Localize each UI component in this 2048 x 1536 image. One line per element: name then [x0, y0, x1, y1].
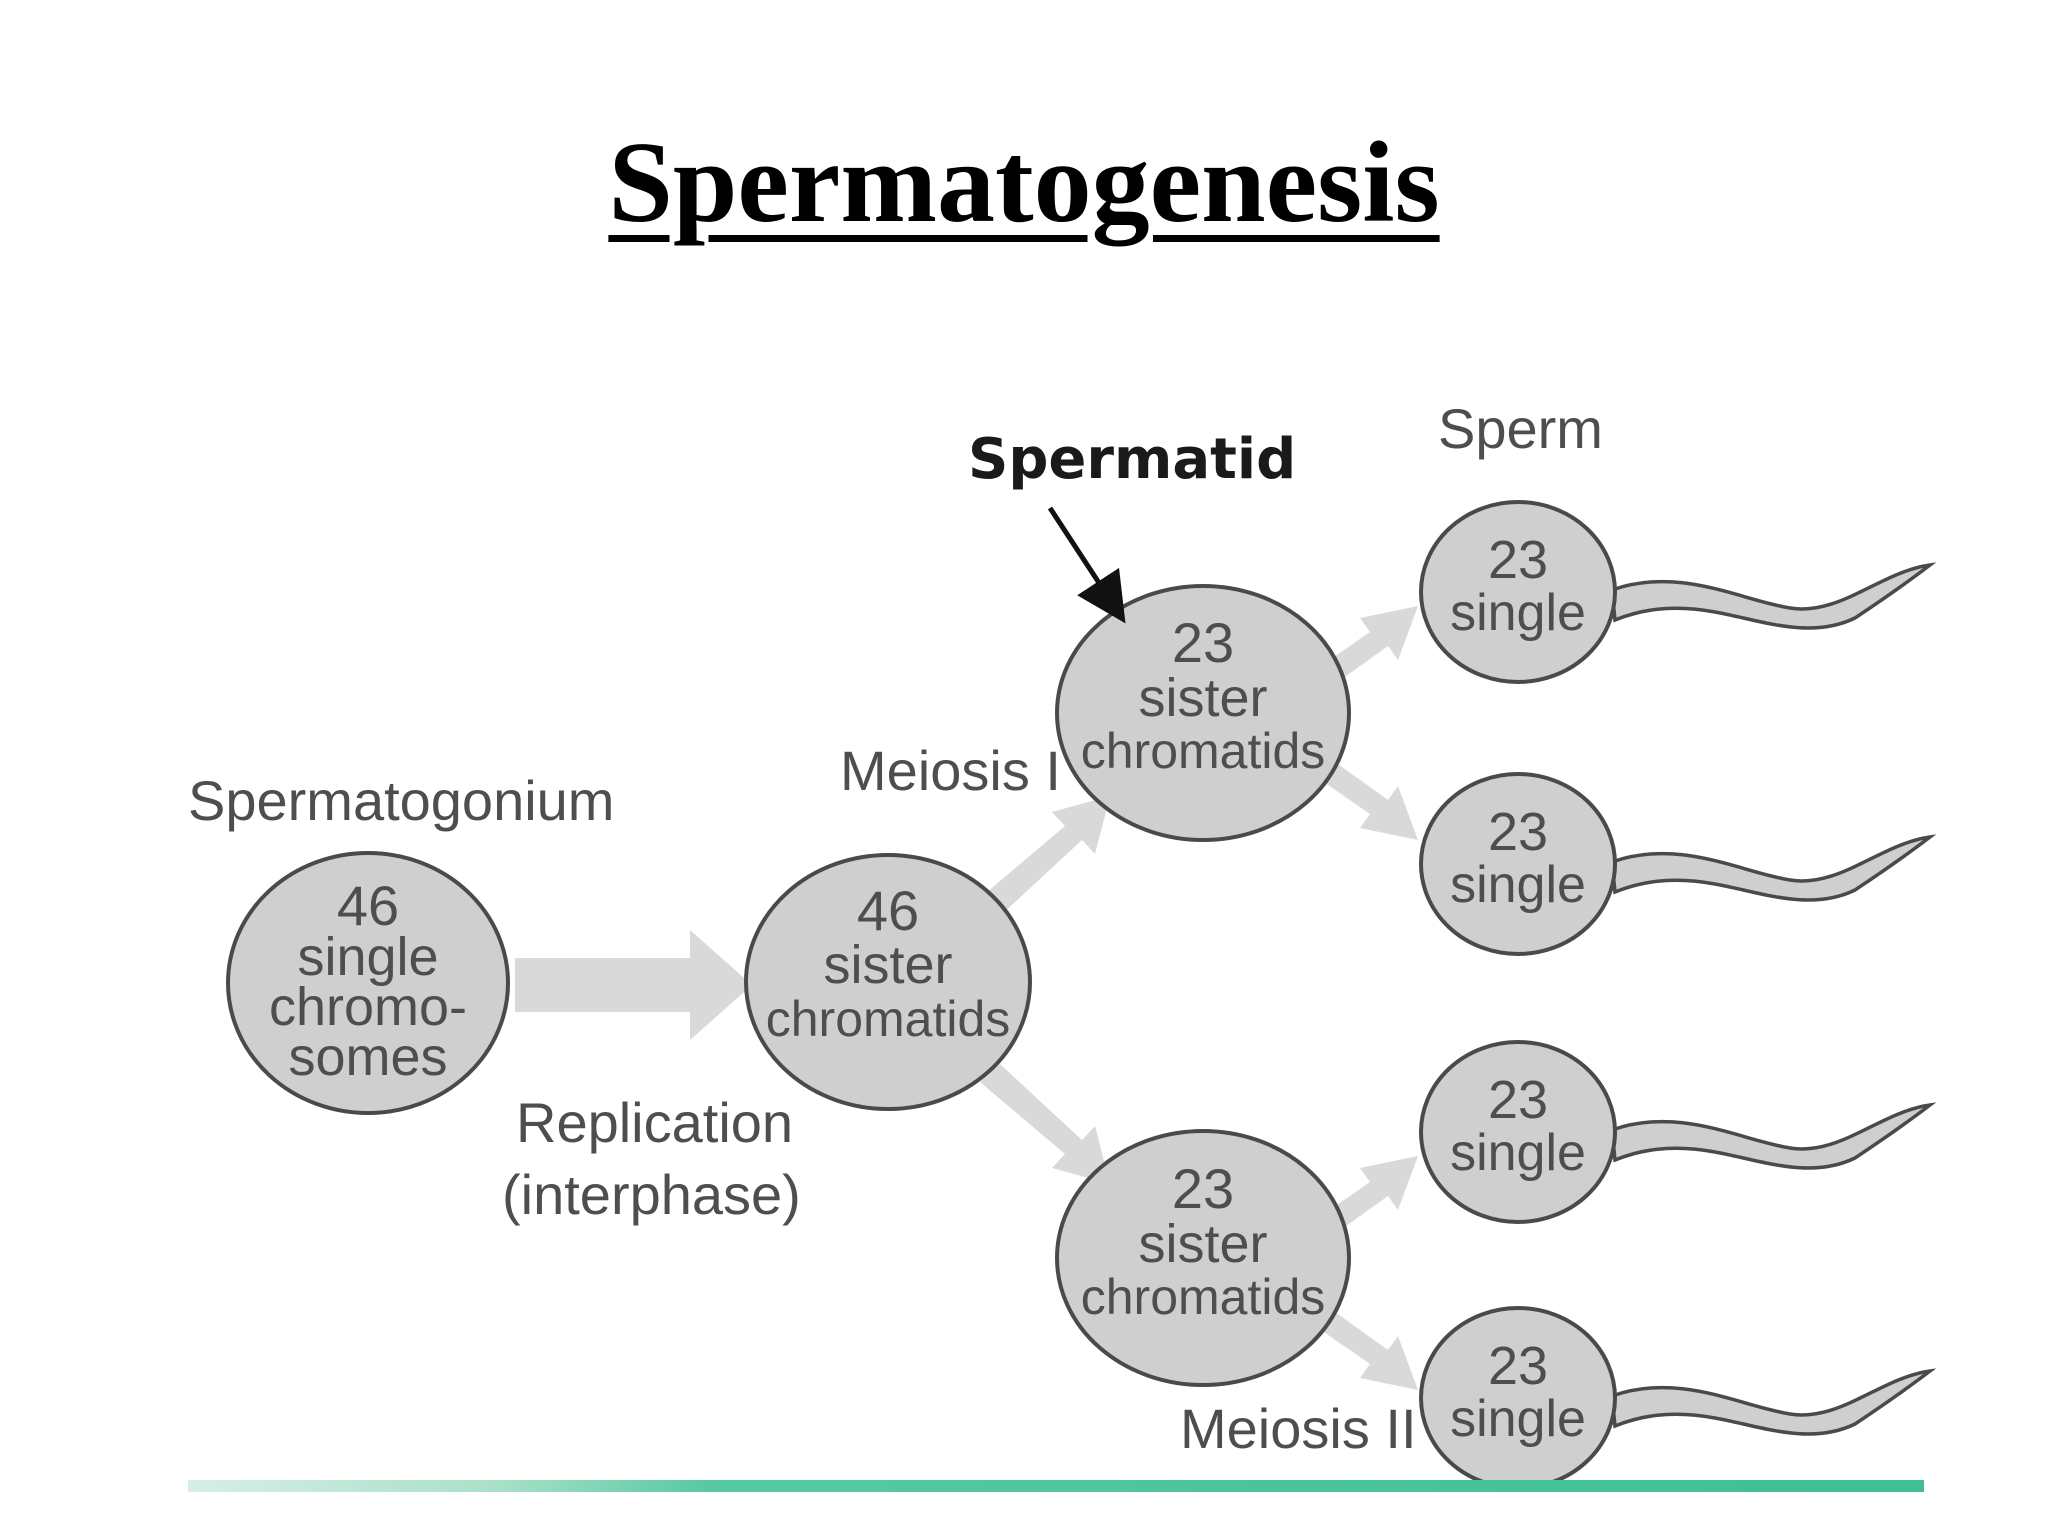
spermatid-pointer-arrow — [1047, 506, 1126, 624]
top-up-arrow — [1318, 606, 1418, 684]
sperm-tail-2 — [1610, 834, 1937, 902]
meiosis2-label: Meiosis II — [1180, 1397, 1417, 1460]
interphase-label: (interphase) — [502, 1163, 801, 1226]
primary-line2: sister — [823, 935, 952, 995]
spermatid-label: Spermatid — [968, 427, 1296, 492]
sperm-4-head: 23 single — [1419, 1306, 1617, 1490]
replication-arrow — [515, 930, 752, 1040]
spermatogonium-line3: chromo- — [269, 977, 467, 1037]
spermatogonium-line4: somes — [288, 1027, 447, 1087]
sperm-1-label: single — [1450, 584, 1586, 642]
spermatogonium-line2: single — [297, 927, 438, 987]
secondary-spermatocyte-top-cell: 23 sister chromatids — [1055, 584, 1351, 842]
bottom-down-arrow — [1318, 1312, 1418, 1390]
footer-bar — [188, 1480, 1924, 1492]
primary-spermatocyte-cell: 46 sister chromatids — [744, 853, 1032, 1111]
sperm-label: Sperm — [1438, 397, 1603, 460]
top-down-arrow — [1318, 762, 1418, 840]
flow-arrows — [515, 606, 1418, 1390]
sperm-2-label: single — [1450, 856, 1586, 914]
sperm-3-label: single — [1450, 1124, 1586, 1182]
sperm-3-head: 23 single — [1419, 1040, 1617, 1224]
sperm-4-count: 23 — [1488, 1336, 1548, 1396]
sperm-tail-4 — [1610, 1368, 1937, 1436]
sperm-2-count: 23 — [1488, 802, 1548, 862]
sperm-4-label: single — [1450, 1390, 1586, 1448]
sperm-tails — [1610, 562, 1937, 1436]
sperm-1-count: 23 — [1488, 530, 1548, 590]
secondary-top-count: 23 — [1172, 611, 1234, 674]
sperm-1-head: 23 single — [1419, 500, 1617, 684]
secondary-bottom-count: 23 — [1172, 1157, 1234, 1220]
primary-count: 46 — [857, 879, 919, 942]
bottom-up-arrow — [1318, 1156, 1418, 1234]
secondary-spermatocyte-bottom-cell: 23 sister chromatids — [1055, 1129, 1351, 1387]
spermatogonium-count: 46 — [337, 874, 399, 937]
spermatogonium-cell: 46 single chromo- somes — [226, 851, 510, 1115]
meiosis1-down-arrow — [980, 1064, 1110, 1184]
replication-label: Replication — [516, 1091, 793, 1154]
sperm-tail-3 — [1610, 1102, 1937, 1170]
primary-line3: chromatids — [766, 991, 1011, 1047]
slide-title: Spermatogenesis — [608, 119, 1440, 247]
spermatogonium-label: Spermatogonium — [188, 769, 614, 832]
secondary-bottom-line2: sister — [1138, 1214, 1267, 1274]
sperm-tail-1 — [1610, 562, 1937, 630]
meiosis1-label: Meiosis I — [840, 739, 1061, 802]
secondary-top-line2: sister — [1138, 668, 1267, 728]
secondary-bottom-line3: chromatids — [1081, 1269, 1326, 1325]
sperm-3-count: 23 — [1488, 1070, 1548, 1130]
meiosis1-up-arrow — [980, 796, 1110, 916]
sperm-2-head: 23 single — [1419, 772, 1617, 956]
secondary-top-line3: chromatids — [1081, 723, 1326, 779]
